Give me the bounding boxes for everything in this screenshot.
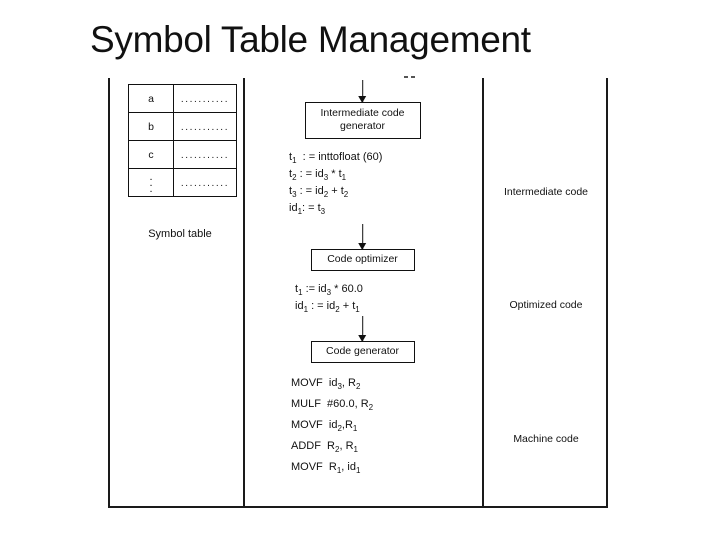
symbol-name-cell: b: [128, 112, 174, 141]
table-row: b ...........: [128, 112, 237, 141]
code-line: id1: = t3: [289, 202, 326, 216]
phase-box-code-generator: Code generator: [310, 341, 415, 363]
page-title: Symbol Table Management: [90, 19, 531, 60]
machine-code-listing: MOVF id3, R2 MULF #60.0, R2 MOVF id2,R1 …: [243, 373, 530, 478]
diagram-divider-left: [243, 78, 245, 506]
intermediate-code-listing: t1 : = inttofloat (60) t2 : = id3 * t1 t…: [243, 149, 528, 217]
stage-label-optimized-code: Optimized code: [509, 299, 583, 311]
symbol-table-caption: Symbol table: [148, 228, 212, 240]
symbol-table-grid: a ........... b ........... c ..........…: [128, 84, 237, 197]
vertical-ellipsis-dot: .: [149, 182, 153, 195]
optimized-code-listing: t1 := id3 * 60.0 id1 : = id2 + t1: [243, 281, 534, 315]
compiler-pipeline: Intermediate code generator t1 : = intto…: [243, 78, 482, 506]
arrow-down-icon: [361, 316, 364, 341]
code-line: t3 : = id2 + t2: [289, 185, 349, 199]
vertical-ellipsis-dot: .: [149, 176, 153, 189]
vertical-ellipsis-dot: .: [149, 170, 153, 183]
code-line: ADDF R2, R1: [291, 440, 358, 454]
phase-box-label-line1: Intermediate code: [320, 107, 405, 119]
symbol-value-cell: ...........: [173, 112, 237, 141]
code-line: MOVF id3, R2: [291, 377, 361, 391]
phase-box-label-line2: generator: [340, 120, 385, 132]
code-line: MOVF R1, id1: [291, 461, 361, 475]
symbol-value-dots: ...........: [180, 149, 230, 161]
compiler-phases-diagram: a ........... b ........... c ..........…: [108, 78, 608, 508]
symbol-value-dots: ...........: [180, 177, 230, 189]
phase-box-intermediate-code-generator: Intermediate code generator: [304, 102, 421, 139]
arrow-down-icon: [361, 80, 364, 102]
arrow-down-icon: [361, 224, 364, 249]
stage-label-intermediate-code: Intermediate code: [503, 186, 589, 198]
table-row: c ...........: [128, 140, 237, 169]
code-line: MOVF id2,R1: [291, 419, 358, 433]
table-row: . . . ...........: [128, 168, 237, 197]
scan-speck: [404, 76, 408, 78]
code-line: t2 : = id3 * t1: [289, 168, 347, 182]
scan-speck: [411, 76, 415, 78]
code-line: t1 : = inttofloat (60): [289, 151, 383, 165]
phase-box-code-optimizer: Code optimizer: [310, 249, 415, 271]
symbol-value-cell: ...........: [173, 140, 237, 169]
symbol-value-cell: ...........: [173, 84, 237, 113]
phase-box-label: Code optimizer: [327, 253, 398, 265]
phase-box-label: Code generator: [326, 345, 399, 357]
code-line: MULF #60.0, R2: [291, 398, 374, 412]
symbol-name-cell: c: [128, 140, 174, 169]
symbol-name-cell: a: [128, 84, 174, 113]
code-line: id1 : = id2 + t1: [295, 300, 360, 314]
symbol-name-ellipsis-cell: . . .: [128, 168, 174, 197]
symbol-table: a ........... b ........... c ..........…: [128, 84, 237, 197]
diagram-divider-right: [482, 78, 484, 506]
symbol-value-dots: ...........: [180, 121, 230, 133]
symbol-value-cell: ...........: [173, 168, 237, 197]
code-line: t1 := id3 * 60.0: [295, 283, 363, 297]
stage-label-machine-code: Machine code: [513, 433, 579, 445]
table-row: a ...........: [128, 84, 237, 113]
symbol-value-dots: ...........: [180, 93, 230, 105]
